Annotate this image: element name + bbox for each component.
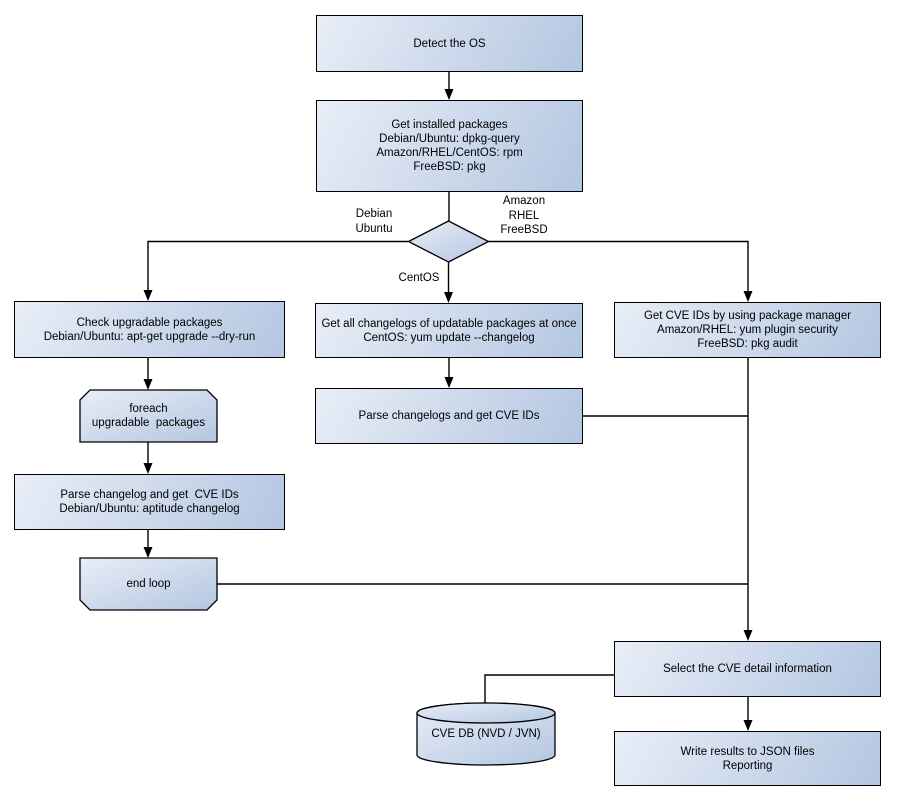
arrowhead bbox=[743, 720, 753, 731]
branch-label-debian-ubuntu: Debian Ubuntu bbox=[355, 208, 393, 235]
edge-decision-right-bsd bbox=[488, 240, 749, 294]
arrowhead bbox=[444, 292, 453, 303]
node-detect-os-label: Detect the OS bbox=[413, 37, 486, 50]
arrowhead bbox=[743, 291, 753, 302]
node-parse-changelogs-centos: Parse changelogs and get CVE IDs bbox=[315, 388, 583, 444]
end-loop-shape bbox=[79, 557, 218, 611]
node-get-installed-packages: Get installed packages Debian/Ubuntu: dp… bbox=[316, 100, 583, 192]
arrowhead bbox=[444, 377, 454, 388]
edge-cvedb-to-select bbox=[484, 674, 614, 704]
foreach-loop-start-label: foreach upgradable packages bbox=[91, 403, 206, 429]
end-loop: end loop bbox=[80, 558, 217, 610]
end-loop-label: end loop bbox=[126, 578, 171, 590]
foreach-loop-start: foreach upgradable packages bbox=[80, 390, 217, 442]
node-write-results: Write results to JSON files Reporting bbox=[614, 731, 881, 786]
node-select-cve-detail: Select the CVE detail information bbox=[614, 641, 881, 697]
arrowhead bbox=[143, 290, 153, 301]
cve-db-label: CVE DB (NVD / JVN) bbox=[431, 728, 541, 740]
arrowhead bbox=[143, 379, 153, 390]
node-write-results-label: Write results to JSON files Reporting bbox=[680, 745, 815, 772]
node-select-cve-detail-label: Select the CVE detail information bbox=[663, 663, 832, 675]
node-detect-os: Detect the OS bbox=[316, 15, 583, 72]
node-get-all-changelogs-centos: Get all changelogs of updatable packages… bbox=[315, 303, 583, 358]
node-check-upgradable-label: Check upgradable packages Debian/Ubuntu:… bbox=[43, 316, 256, 343]
foreach-loop-start-shape bbox=[79, 389, 218, 443]
node-parse-changelog-debian: Parse changelog and get CVE IDs Debian/U… bbox=[14, 474, 285, 530]
decision-diamond bbox=[407, 220, 490, 263]
node-parse-changelog-debian-label: Parse changelog and get CVE IDs Debian/U… bbox=[59, 489, 240, 515]
edge-decision-left-debian bbox=[147, 240, 408, 293]
arrowhead bbox=[143, 547, 153, 558]
cve-db: CVE DB (NVD / JVN) bbox=[417, 705, 555, 763]
arrowhead bbox=[743, 630, 753, 641]
branch-label-amazon-rhel-freebsd: Amazon RHEL FreeBSD bbox=[500, 195, 548, 236]
node-get-cve-ids-pkg-manager-label: Get CVE IDs by using package manager Ama… bbox=[643, 310, 852, 350]
node-check-upgradable: Check upgradable packages Debian/Ubuntu:… bbox=[14, 301, 285, 358]
arrowhead bbox=[444, 89, 454, 100]
branch-label-centos: CentOS bbox=[398, 272, 440, 284]
node-get-cve-ids-pkg-manager: Get CVE IDs by using package manager Ama… bbox=[614, 302, 881, 358]
node-get-all-changelogs-centos-label: Get all changelogs of updatable packages… bbox=[321, 317, 577, 344]
cve-db-cylinder-top bbox=[416, 702, 556, 724]
node-parse-changelogs-centos-label: Parse changelogs and get CVE IDs bbox=[358, 410, 540, 422]
node-get-installed-packages-label: Get installed packages Debian/Ubuntu: dp… bbox=[376, 119, 523, 173]
arrowhead bbox=[143, 463, 153, 474]
